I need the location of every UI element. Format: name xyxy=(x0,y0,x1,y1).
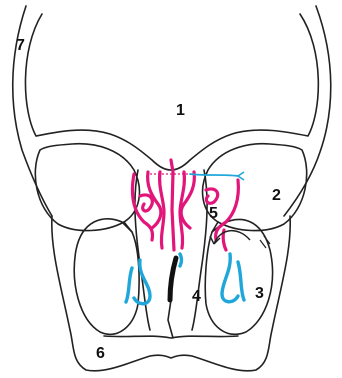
label-7: 7 xyxy=(16,38,25,54)
label-5: 5 xyxy=(209,206,218,222)
orbit-floor-notches xyxy=(124,222,218,232)
middle-meatus-blue-left xyxy=(180,254,182,266)
orbit-left xyxy=(35,144,139,231)
inferior-turbinate-right xyxy=(222,254,238,302)
cranial-cavity-outline xyxy=(25,14,318,170)
label-6: 6 xyxy=(96,346,105,362)
inferior-turbinate-left-stem xyxy=(126,268,132,302)
ethmoid-left-loop xyxy=(140,195,152,211)
label-3: 3 xyxy=(255,286,264,302)
nasal-cavity-right-wall xyxy=(192,170,207,330)
label-2: 2 xyxy=(272,188,281,204)
label-4: 4 xyxy=(192,289,201,305)
label-1: 1 xyxy=(176,103,185,119)
palate-floor xyxy=(104,336,238,338)
cribriform-plate xyxy=(190,174,238,176)
ethmoid-air-cells xyxy=(132,160,238,250)
septum-lower xyxy=(168,300,173,338)
drainage-arrow-curve xyxy=(214,231,250,244)
inferior-turbinate-right-stem xyxy=(238,262,244,300)
ethmoid-right-loop xyxy=(206,189,218,203)
orbit-right xyxy=(203,144,307,231)
nasal-septum xyxy=(170,258,176,300)
